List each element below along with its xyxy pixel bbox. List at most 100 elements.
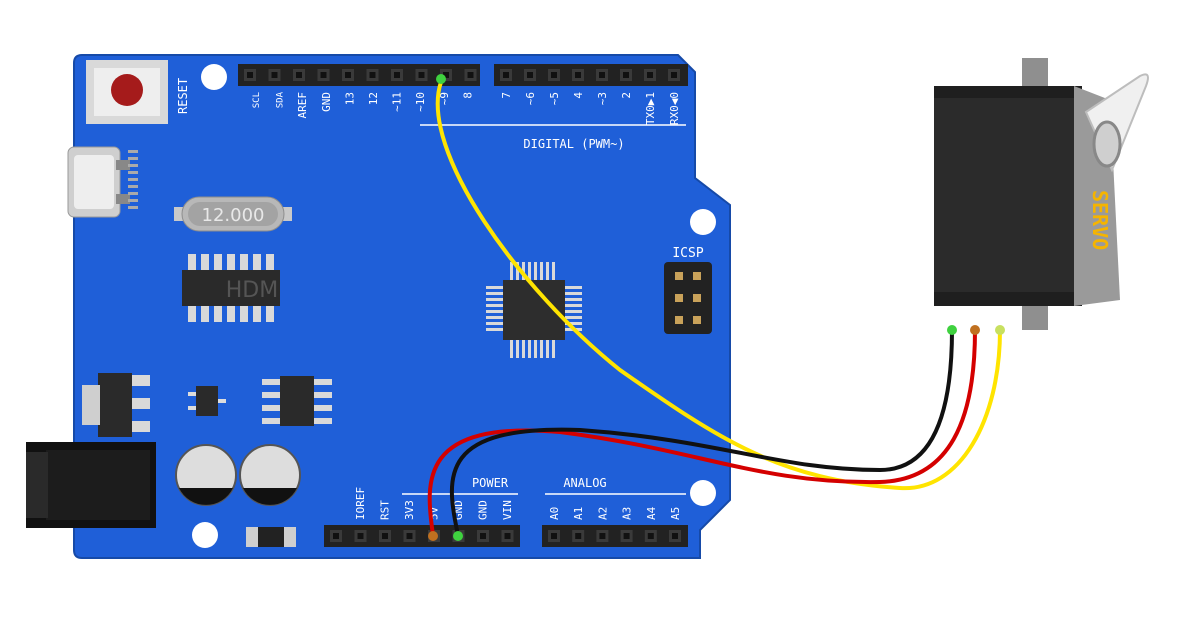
header-pin-hole — [418, 72, 425, 78]
header-pin-hole — [575, 72, 581, 78]
header-pin-hole — [527, 72, 533, 78]
header-pin-hole — [357, 533, 364, 539]
header-pin-hole — [623, 72, 629, 78]
analog-pin-label: A3 — [621, 507, 634, 520]
servo-pin-power — [970, 325, 980, 335]
power-pin-label: 3V3 — [403, 500, 416, 520]
analog-pin-label: A5 — [669, 507, 682, 520]
analog-pin-label: A2 — [596, 507, 609, 520]
header-pin-hole — [369, 72, 376, 78]
header-pin-hole — [406, 533, 413, 539]
header-pin-hole — [623, 533, 630, 539]
header-pin-hole — [271, 72, 278, 78]
digital-pin-label: 4 — [572, 92, 585, 99]
header-pin-hole — [467, 72, 474, 78]
icsp-label: ICSP — [672, 246, 703, 261]
ground-wire — [449, 329, 954, 536]
analog-header: A0 A1 A2 A3 A4 A5 — [542, 506, 688, 547]
digital-header-left: SCL SDA AREF GND 13 12 ~11 ~10 ~9 8 — [238, 64, 480, 119]
servo-pin-signal — [995, 325, 1005, 335]
signal-wire — [435, 81, 1002, 491]
header-body — [494, 64, 688, 86]
usb-chip — [182, 254, 280, 322]
icsp-header — [664, 262, 712, 334]
digital-pin-label: ~10 — [414, 92, 427, 112]
digital-pin-label: TX0▶1 — [644, 92, 657, 125]
digital-pin-label: ~11 — [391, 92, 404, 112]
crystal-oscillator — [174, 196, 292, 232]
digital-pin-label: 12 — [367, 92, 380, 105]
digital-label: DIGITAL (PWM~) — [523, 137, 624, 151]
mount-hole — [192, 522, 218, 548]
header-pin-hole — [647, 72, 653, 78]
pin-highlight-5v — [428, 531, 438, 541]
small-transistor — [188, 386, 226, 416]
digital-pin-label: GND — [320, 92, 333, 112]
header-pin-hole — [320, 72, 327, 78]
analog-label: ANALOG — [563, 476, 606, 490]
header-pin-hole — [575, 533, 582, 539]
crystal-label: 12.000 — [202, 205, 265, 226]
reset-label: RESET — [176, 78, 190, 114]
digital-pin-label: ~6 — [524, 92, 537, 105]
power-label: POWER — [472, 476, 509, 490]
header-pin-hole — [647, 533, 654, 539]
mount-hole — [201, 64, 227, 90]
pin-highlight-d9 — [436, 74, 446, 84]
header-pin-hole — [480, 533, 486, 539]
arduino-board — [73, 54, 731, 559]
header-pin-hole — [345, 72, 351, 78]
digital-pin-label: AREF — [296, 92, 309, 119]
header-pin-hole — [599, 72, 605, 78]
capacitor — [239, 444, 301, 506]
usb-c-port — [67, 146, 138, 218]
header-pin-hole — [599, 533, 606, 539]
digital-pin-label: SDA — [276, 91, 286, 108]
servo-motor — [934, 58, 1149, 330]
soic-chip — [262, 376, 332, 426]
header-pin-hole — [671, 72, 677, 78]
header-pin-hole — [551, 533, 557, 539]
header-pin-hole — [503, 72, 509, 78]
header-pin-hole — [394, 72, 400, 78]
servo-pin-ground — [947, 325, 957, 335]
usb-chip-label: HDM — [226, 278, 278, 303]
header-pin-hole — [382, 533, 388, 539]
digital-pin-label: RX0◀0 — [668, 92, 681, 125]
power-pin-label: GND — [477, 500, 490, 520]
digital-pin-label: ~5 — [548, 92, 561, 105]
digital-header-right: 7 ~6 ~5 4 ~3 2 TX0▶1 RX0◀0 — [494, 64, 688, 125]
header-pin-hole — [551, 72, 557, 78]
header-pin-hole — [504, 533, 511, 539]
digital-pin-label: ~3 — [596, 92, 609, 105]
digital-pin-label: 13 — [343, 92, 356, 105]
header-body — [324, 525, 520, 547]
header-body — [542, 525, 688, 547]
header-pin-hole — [333, 533, 339, 539]
mount-hole — [690, 480, 716, 506]
power-pin-label: VIN — [501, 500, 514, 520]
digital-pin-label: ~9 — [438, 92, 451, 105]
fuse — [246, 527, 296, 547]
digital-pin-label: 8 — [461, 92, 474, 99]
digital-pin-label: SCL — [252, 92, 262, 108]
capacitor — [175, 444, 237, 506]
power-wire — [427, 329, 977, 536]
servo-label: SERVO — [1088, 190, 1112, 250]
digital-pin-label: 7 — [500, 92, 513, 99]
mount-hole — [690, 209, 716, 235]
reset-button[interactable] — [86, 60, 168, 124]
analog-pin-label: A0 — [548, 507, 561, 520]
analog-pin-label: A4 — [645, 506, 658, 520]
header-pin-hole — [672, 533, 678, 539]
header-pin-hole — [296, 72, 302, 78]
power-pin-label: IOREF — [354, 487, 367, 520]
analog-pin-label: A1 — [572, 507, 585, 520]
header-pin-hole — [247, 72, 253, 78]
digital-pin-label: 2 — [620, 92, 633, 99]
pin-highlight-gnd — [453, 531, 463, 541]
header-pin-hole — [443, 72, 449, 78]
power-pin-label: RST — [379, 500, 392, 520]
dc-power-jack — [26, 442, 156, 528]
